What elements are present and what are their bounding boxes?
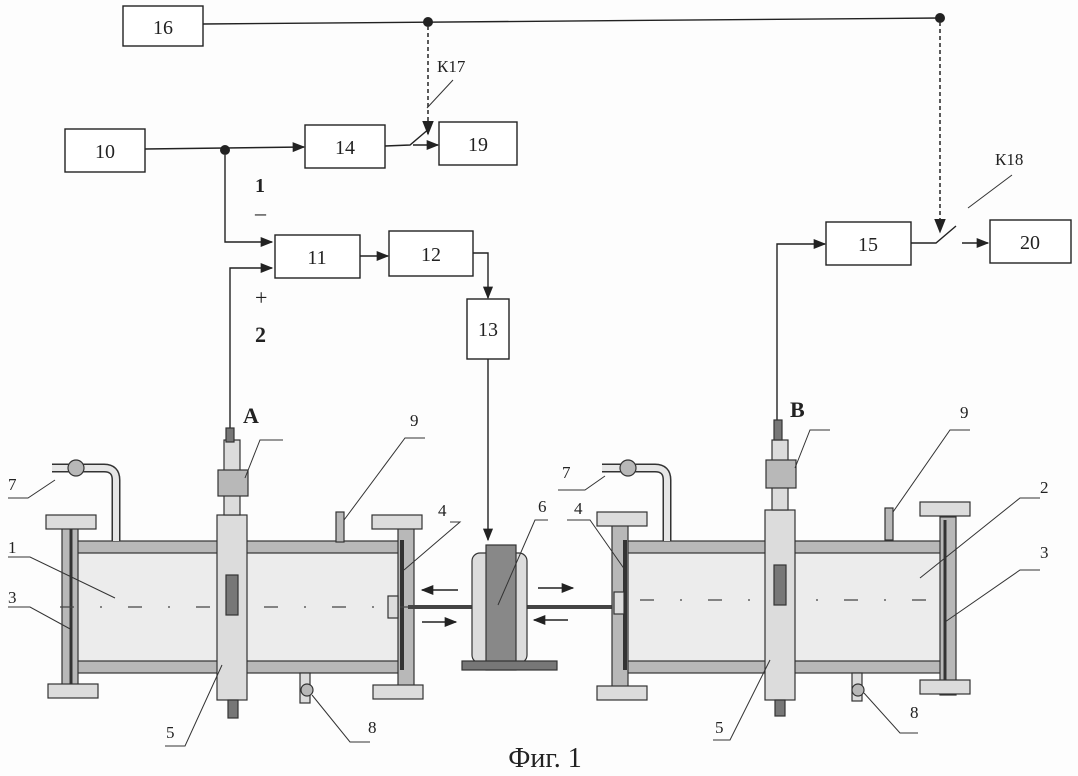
- part-6-label: 6: [538, 497, 547, 516]
- junction-dot: [220, 145, 230, 155]
- part-8-right-label: 8: [910, 703, 919, 722]
- input-1-sign: –: [254, 200, 267, 225]
- part-7-right-label: 7: [562, 463, 571, 482]
- switch-k18-label: К18: [995, 150, 1023, 169]
- leader-4-left: [403, 521, 462, 571]
- switch-k17: [384, 127, 431, 147]
- block-10: 10: [64, 128, 146, 173]
- bus-line-16: [202, 17, 941, 25]
- part-3-left-label: 3: [8, 588, 17, 607]
- device-a-label: A: [243, 403, 259, 428]
- block-19: 19: [438, 121, 518, 166]
- wire-10-11: [224, 155, 274, 248]
- cell-b: [596, 419, 971, 717]
- leader-k17: [426, 79, 454, 109]
- leader-2: [919, 497, 1040, 579]
- block-16-label: 16: [153, 17, 173, 39]
- block-13: 13: [466, 298, 510, 360]
- block-11: 11: [274, 234, 361, 279]
- part-3-right-label: 3: [1040, 543, 1049, 562]
- cell-a: [45, 427, 424, 719]
- input-2-sign: +: [255, 285, 267, 310]
- part-9-right-label: 9: [960, 403, 969, 422]
- block-11-label: 11: [307, 247, 326, 269]
- block-13-label: 13: [478, 319, 498, 341]
- motor-6: [461, 544, 558, 671]
- leader-6: [497, 519, 548, 606]
- leader-7-right: [558, 475, 606, 491]
- input-2-label: 2: [255, 322, 266, 347]
- leader-3-right: [944, 569, 1040, 623]
- part-7-left-label: 7: [8, 475, 17, 494]
- leader-8-right: [863, 692, 918, 734]
- part-9-left-label: 9: [410, 411, 419, 430]
- part-5-left-label: 5: [166, 723, 175, 742]
- figure-caption: Фиг. 1: [508, 743, 581, 774]
- block-12-label: 12: [421, 244, 441, 266]
- part-1-label: 1: [8, 538, 17, 557]
- leader-9-left: [343, 437, 425, 521]
- leader-9-right: [892, 429, 970, 513]
- block-10-label: 10: [95, 141, 115, 163]
- switch-k18: [911, 225, 957, 244]
- leader-a: [244, 439, 283, 479]
- part-8-left-label: 8: [368, 718, 377, 737]
- leader-5-right: [713, 659, 771, 741]
- block-19-label: 19: [468, 134, 488, 156]
- block-14: 14: [304, 124, 386, 169]
- wire-b-15: [776, 238, 827, 420]
- leader-1: [8, 556, 116, 599]
- block-12: 12: [388, 230, 474, 277]
- block-16: 16: [122, 5, 204, 47]
- part-2-label: 2: [1040, 478, 1049, 497]
- leader-4-right: [567, 519, 626, 571]
- leader-5-left: [165, 664, 223, 747]
- leader-3-left: [8, 606, 73, 631]
- block-20: 20: [989, 219, 1072, 264]
- part-5-right-label: 5: [715, 718, 724, 737]
- leader-8-left: [311, 694, 370, 743]
- part-4-right-label: 4: [574, 499, 583, 518]
- leader-7-left: [8, 479, 56, 499]
- input-1-label: 1: [255, 175, 265, 197]
- part-4-left-label: 4: [438, 501, 447, 520]
- device-b-label: B: [790, 397, 805, 422]
- block-20-label: 20: [1020, 232, 1040, 254]
- block-15-label: 15: [858, 234, 878, 256]
- wire-a-11: [229, 262, 274, 428]
- block-14-label: 14: [335, 137, 355, 159]
- junction-dot: [423, 17, 433, 27]
- switch-k17-label: К17: [437, 57, 466, 76]
- leader-k18: [967, 174, 1013, 209]
- leader-b: [794, 429, 830, 469]
- wire-12-13: [473, 252, 494, 300]
- junction-dot: [935, 13, 945, 23]
- block-15: 15: [825, 221, 912, 266]
